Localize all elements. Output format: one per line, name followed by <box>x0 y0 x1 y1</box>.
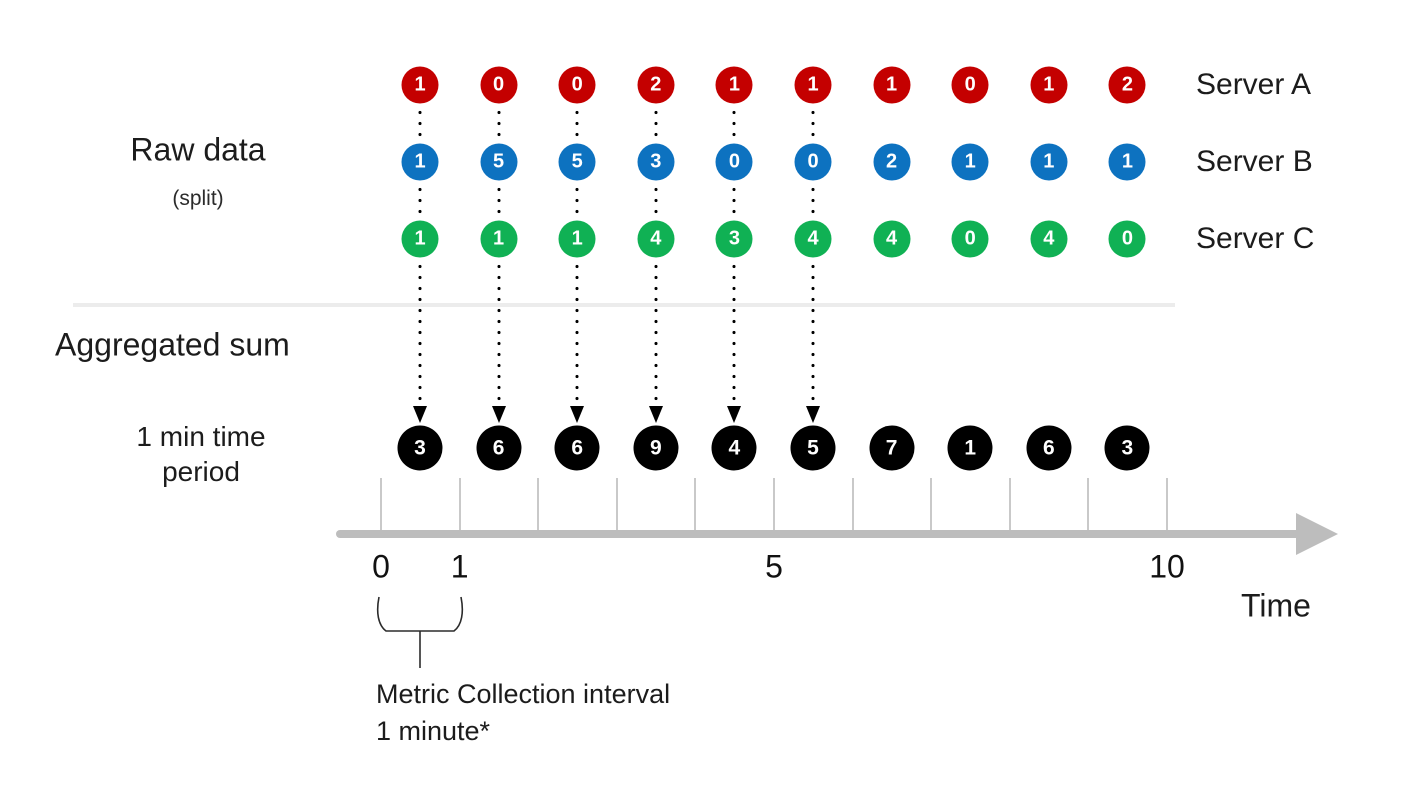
aggregated-point: 1 <box>947 425 993 471</box>
dotted-connector <box>811 107 815 141</box>
data-point-server-c: 0 <box>1108 220 1146 258</box>
axis-tick-label: 5 <box>765 548 783 585</box>
data-point-server-a: 0 <box>951 66 989 104</box>
aggregated-point: 7 <box>869 425 915 471</box>
dotted-connector <box>811 261 815 406</box>
data-point-server-b: 0 <box>715 143 753 181</box>
axis-tick-label: 0 <box>372 548 390 585</box>
data-point-server-a: 0 <box>558 66 596 104</box>
dotted-connector <box>497 261 501 406</box>
data-point-server-c: 0 <box>951 220 989 258</box>
aggregated-point: 5 <box>790 425 836 471</box>
aggregated-point: 6 <box>476 425 522 471</box>
aggregated-point: 3 <box>397 425 443 471</box>
axis-tick <box>458 478 461 532</box>
data-point-server-c: 4 <box>1030 220 1068 258</box>
data-point-server-c: 4 <box>873 220 911 258</box>
connector-arrowhead-icon <box>491 406 506 423</box>
axis-tick <box>1166 478 1168 532</box>
aggregated-point: 3 <box>1104 425 1150 471</box>
series-label-server-a: Server A <box>1196 68 1312 101</box>
data-point-server-b: 1 <box>951 143 989 181</box>
aggregated-point: 9 <box>633 425 679 471</box>
time-axis-arrowhead-icon <box>1296 513 1338 555</box>
data-point-server-a: 2 <box>1108 66 1146 104</box>
data-point-server-c: 1 <box>401 220 439 258</box>
split-label: (split) <box>172 187 224 210</box>
dotted-connector <box>654 184 658 218</box>
series-label-server-b: Server B <box>1196 145 1313 178</box>
data-point-server-c: 4 <box>637 220 675 258</box>
connector-arrowhead-icon <box>570 406 585 423</box>
data-point-server-c: 3 <box>715 220 753 258</box>
interval-annotation: Metric Collection interval 1 minute* <box>376 676 670 750</box>
data-point-server-c: 1 <box>558 220 596 258</box>
axis-tick <box>694 478 697 532</box>
dotted-connector <box>732 107 736 141</box>
data-point-server-a: 2 <box>637 66 675 104</box>
dotted-connector <box>811 184 815 218</box>
connector-arrowhead-icon <box>806 406 820 423</box>
axis-tick <box>1008 478 1011 532</box>
dotted-connector <box>575 261 579 406</box>
aggregated-point: 4 <box>711 425 757 471</box>
data-point-server-b: 2 <box>873 143 911 181</box>
aggregated-sum-label: Aggregated sum <box>55 326 290 363</box>
dotted-connector <box>418 261 422 406</box>
data-point-server-c: 4 <box>794 220 832 258</box>
interval-annotation-line2: 1 minute* <box>376 716 491 746</box>
time-axis-line <box>336 530 1302 538</box>
data-point-server-b: 5 <box>480 143 518 181</box>
time-period-label-line2: period <box>162 456 240 487</box>
data-point-server-b: 1 <box>1030 143 1068 181</box>
dotted-connector <box>497 107 501 141</box>
connector-arrowhead-icon <box>413 406 427 423</box>
series-label-server-c: Server C <box>1196 222 1315 255</box>
dotted-connector <box>654 107 658 141</box>
connector-arrowhead-icon <box>727 406 742 423</box>
data-point-server-a: 1 <box>794 66 832 104</box>
dotted-connector <box>497 184 501 218</box>
axis-tick <box>851 478 854 532</box>
dotted-connector <box>732 261 736 406</box>
axis-tick <box>615 478 618 532</box>
dotted-connector <box>654 261 658 406</box>
data-point-server-b: 1 <box>401 143 439 181</box>
axis-tick <box>930 478 933 532</box>
data-point-server-b: 0 <box>794 143 832 181</box>
axis-tick-label: 1 <box>450 548 469 585</box>
data-point-server-b: 3 <box>637 143 675 181</box>
data-point-server-a: 1 <box>715 66 753 104</box>
aggregated-point: 6 <box>1026 425 1072 471</box>
divider-line <box>73 303 1175 307</box>
data-point-server-a: 1 <box>1030 66 1068 104</box>
dotted-connector <box>732 184 736 218</box>
aggregated-point: 6 <box>554 425 600 471</box>
axis-tick-label: 10 <box>1149 548 1185 585</box>
dotted-connector <box>418 184 422 218</box>
connector-arrowhead-icon <box>648 406 663 423</box>
dotted-connector <box>418 107 422 141</box>
data-point-server-a: 1 <box>401 66 439 104</box>
data-point-server-b: 5 <box>558 143 596 181</box>
raw-data-label: Raw data <box>130 131 266 168</box>
dotted-connector <box>575 107 579 141</box>
dotted-connector <box>575 184 579 218</box>
axis-tick <box>537 478 540 532</box>
axis-tick <box>1087 478 1090 532</box>
axis-tick <box>773 478 775 532</box>
data-point-server-b: 1 <box>1108 143 1146 181</box>
data-point-server-a: 1 <box>873 66 911 104</box>
data-point-server-a: 0 <box>480 66 518 104</box>
time-period-label-line1: 1 min time <box>136 421 266 452</box>
time-axis-label: Time <box>1241 587 1311 624</box>
data-point-server-c: 1 <box>480 220 518 258</box>
axis-tick <box>380 478 382 532</box>
interval-brace-icon <box>376 596 464 668</box>
interval-annotation-line1: Metric Collection interval <box>376 679 671 709</box>
